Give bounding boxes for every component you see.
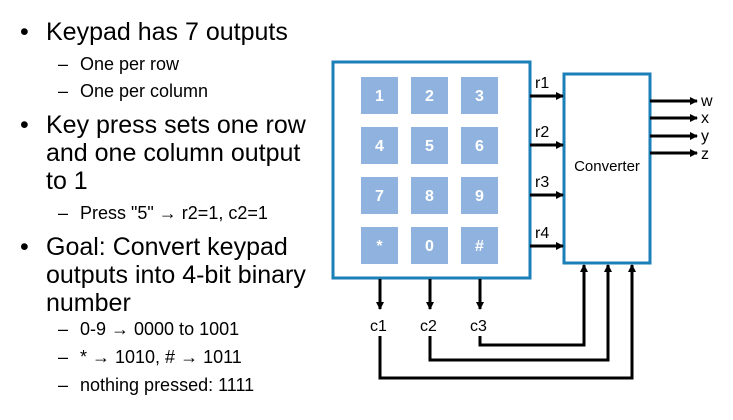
bullet-3-line-3: number <box>46 289 131 317</box>
converter-outputs: w x y z <box>650 93 713 163</box>
bullet-3-sub-3: nothing pressed: 1111 <box>80 375 255 395</box>
key-9-bg <box>461 177 498 214</box>
key-3-bg <box>461 77 498 114</box>
col-c3-return-wire <box>478 264 588 347</box>
key-6-bg <box>461 127 498 164</box>
key-0-label: 0 <box>425 238 434 255</box>
key-1-label: 1 <box>375 88 384 105</box>
row-r3-label: r3 <box>535 174 549 191</box>
keypad-box <box>331 60 532 280</box>
key-8-label: 8 <box>425 188 434 205</box>
bullet-3-sub-2: * → 1010, # → 1011 <box>80 347 242 367</box>
key-2-label: 2 <box>425 88 434 105</box>
bullet-1-sub-1: One per row <box>80 54 180 74</box>
bullet-marker: • <box>20 111 29 139</box>
bullet-2-line-2: and one column output <box>46 139 301 167</box>
bullet-marker: • <box>20 18 29 46</box>
output-w-label: w <box>700 93 713 110</box>
row-outputs: r1 r2 r3 r4 <box>530 75 564 250</box>
dash-marker: – <box>58 375 69 395</box>
key-hash-bg <box>461 227 498 264</box>
key-1-bg <box>361 77 398 114</box>
bullet-2-sub-1: Press "5" → r2=1, c2=1 <box>80 203 268 223</box>
key-8-bg <box>411 177 448 214</box>
col-c1-return-wire <box>378 264 636 380</box>
key-4-bg <box>361 127 398 164</box>
key-hash-label: # <box>475 238 484 255</box>
row-r4-label: r4 <box>535 225 549 242</box>
key-4-label: 4 <box>375 138 384 155</box>
key-3-label: 3 <box>475 88 484 105</box>
column-return-wires <box>378 264 636 380</box>
key-star-bg <box>361 227 398 264</box>
bullet-2-line-3: to 1 <box>46 167 88 195</box>
bullet-2-line-1: Key press sets one row <box>46 111 306 139</box>
row-r2-label: r2 <box>535 124 549 141</box>
key-6-label: 6 <box>475 138 484 155</box>
converter-label: Converter <box>574 158 640 175</box>
bullet-3-sub-1: 0-9 → 0000 to 1001 <box>80 319 240 339</box>
column-outputs: c1 c2 c3 <box>370 279 487 335</box>
key-5-bg <box>411 127 448 164</box>
bullet-list: • Keypad has 7 outputs – One per row – O… <box>0 0 330 420</box>
key-2-bg <box>411 77 448 114</box>
bullet-3-line-2: outputs into 4-bit binary <box>46 261 306 289</box>
output-x-label: x <box>701 110 709 127</box>
dash-marker: – <box>58 347 69 367</box>
bullet-3-line-1: Goal: Convert keypad <box>46 233 288 261</box>
dash-marker: – <box>58 81 69 101</box>
key-7-bg <box>361 177 398 214</box>
keypad-keys: 1 2 3 4 5 6 7 8 9 * 0 # <box>361 77 498 264</box>
key-star-label: * <box>376 238 383 255</box>
converter-box <box>562 72 652 265</box>
bullet-marker: • <box>20 233 29 261</box>
col-c1-label: c1 <box>370 318 387 335</box>
bullet-1-text: Keypad has 7 outputs <box>46 18 288 46</box>
row-r1-label: r1 <box>535 75 549 92</box>
col-c2-return-wire <box>428 264 612 362</box>
key-9-label: 9 <box>475 188 484 205</box>
output-z-label: z <box>701 146 709 163</box>
dash-marker: – <box>58 203 69 223</box>
dash-marker: – <box>58 54 69 74</box>
col-c3-label: c3 <box>470 318 487 335</box>
key-0-bg <box>411 227 448 264</box>
key-5-label: 5 <box>425 138 434 155</box>
output-y-label: y <box>701 128 709 145</box>
col-c2-label: c2 <box>420 318 437 335</box>
bullet-1-sub-2: One per column <box>80 81 209 101</box>
dash-marker: – <box>58 319 69 339</box>
key-7-label: 7 <box>375 188 384 205</box>
